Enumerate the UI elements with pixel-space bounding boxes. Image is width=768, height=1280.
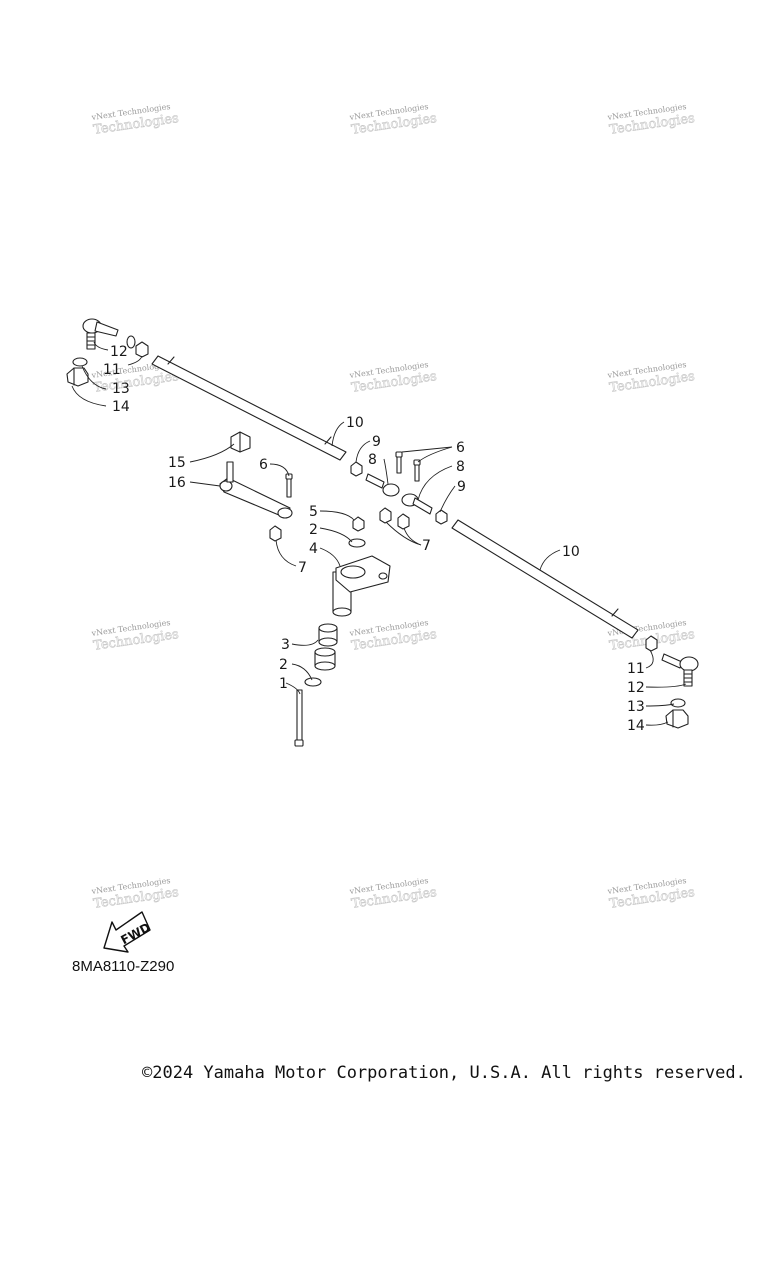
callout-8-right: 8 [456, 459, 465, 475]
callout-3: 3 [281, 637, 290, 653]
callout-5: 5 [309, 504, 318, 520]
nut-7-center-a [379, 507, 392, 524]
watermark: Technologies vNext Technologies [348, 102, 438, 138]
diagram-code: 8MA8110-Z290 [72, 958, 175, 975]
right-tie-rod [451, 519, 639, 639]
pitman-nut [230, 431, 251, 453]
callout-7-left: 7 [298, 560, 307, 576]
callout-6-left: 6 [259, 457, 268, 473]
inner-jam-nut-left [350, 461, 363, 477]
callout-12-left: 12 [110, 344, 128, 360]
right-jam-nut [645, 635, 658, 652]
leader-lines [71, 341, 687, 726]
callout-2-bottom: 2 [279, 657, 288, 673]
right-nut [665, 709, 689, 729]
callout-15: 15 [168, 455, 186, 471]
callout-9-center: 9 [372, 434, 381, 450]
callout-14-left: 14 [112, 399, 130, 415]
bolt-6-left [285, 473, 293, 498]
steering-housing [332, 555, 391, 617]
right-tie-rod-end [661, 653, 699, 687]
callout-12-right: 12 [627, 680, 645, 696]
watermark: Technologies vNext Technologies [348, 876, 438, 912]
callout-4: 4 [309, 541, 318, 557]
left-tie-rod [151, 355, 347, 461]
bushing-3-upper [318, 623, 338, 647]
callout-13-left: 13 [112, 381, 130, 397]
bolt-6-center-a [395, 451, 403, 474]
watermark: Technologies vNext Technologies [90, 876, 180, 912]
inner-rod-end-left [365, 473, 400, 497]
bushing-3-lower [314, 647, 336, 671]
left-nut [66, 367, 89, 387]
watermark: Technologies vNext Technologies [606, 102, 696, 138]
fwd-arrow-icon [103, 911, 151, 953]
watermark: Technologies vNext Technologies [90, 618, 180, 654]
watermark-group: Technologies vNext Technologies Technolo… [90, 102, 696, 912]
callout-10-left: 10 [346, 415, 364, 431]
watermark: Technologies vNext Technologies [348, 360, 438, 396]
washer-2-top [348, 538, 366, 548]
housing-nut [352, 516, 365, 532]
left-jam-nut [135, 341, 149, 358]
long-bolt-1 [294, 689, 304, 747]
nut-7-center-b [397, 513, 410, 530]
fwd-arrow: FWD [103, 911, 153, 953]
callout-8-center: 8 [368, 452, 377, 468]
copyright-notice: ©2024 Yamaha Motor Corporation, U.S.A. A… [142, 1063, 746, 1083]
inner-jam-nut-right [435, 509, 448, 525]
pitman-stud [226, 461, 234, 483]
callout-10-right: 10 [562, 544, 580, 560]
callout-6-center: 6 [456, 440, 465, 456]
right-washer [670, 698, 686, 708]
left-washer [72, 357, 88, 367]
bolt-6-center-b [413, 459, 421, 482]
watermark: Technologies vNext Technologies [606, 360, 696, 396]
callouts: 12 11 13 14 10 9 8 6 8 9 7 10 15 16 6 7 … [103, 344, 645, 734]
inner-rod-end-right [401, 493, 433, 515]
watermark: Technologies vNext Technologies [348, 618, 438, 654]
callout-11-right: 11 [627, 661, 645, 677]
callout-13-right: 13 [627, 699, 645, 715]
left-tie-rod-end [82, 318, 136, 350]
callout-2-top: 2 [309, 522, 318, 538]
washer-2-bottom [304, 677, 322, 687]
nut-7-left [269, 525, 282, 542]
callout-9-right: 9 [457, 479, 466, 495]
pitman-arm [219, 477, 293, 519]
callout-1: 1 [279, 676, 288, 692]
callout-16: 16 [168, 475, 186, 491]
callout-14-right: 14 [627, 718, 645, 734]
callout-7-center: 7 [422, 538, 431, 554]
watermark: Technologies vNext Technologies [90, 102, 180, 138]
watermark: Technologies vNext Technologies [606, 876, 696, 912]
callout-11-left: 11 [103, 362, 121, 378]
